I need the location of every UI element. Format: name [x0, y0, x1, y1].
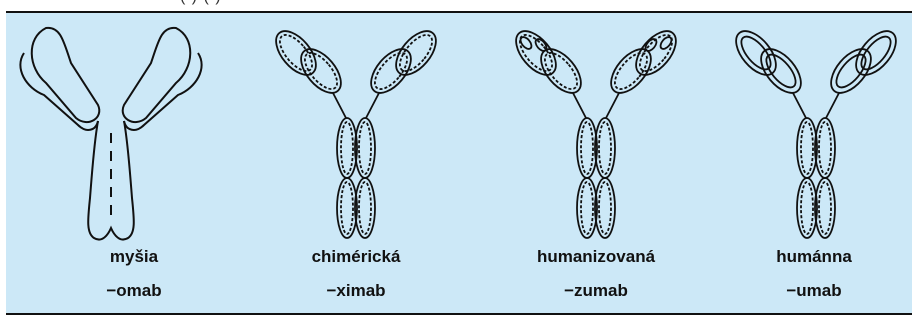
mouse-antibody-diagram	[16, 23, 206, 253]
mouse-suffix-label: −omab	[34, 281, 234, 301]
chimeric-antibody-diagram	[261, 23, 451, 253]
chimeric-type-label: chimérická	[256, 247, 456, 267]
human-suffix-label: −umab	[714, 281, 914, 301]
humanized-suffix-label: −zumab	[496, 281, 696, 301]
human-type-label: humánna	[714, 247, 914, 267]
humanized-type-label: humanizovaná	[496, 247, 696, 267]
top-cropped-caption: ( ) ( )	[0, 0, 921, 11]
antibody-types-figure: myšia −omab chimérická −ximab humanizova…	[6, 11, 912, 315]
chimeric-suffix-label: −ximab	[256, 281, 456, 301]
mouse-type-label: myšia	[34, 247, 234, 267]
human-antibody-diagram	[721, 23, 911, 253]
humanized-antibody-diagram	[501, 23, 691, 253]
